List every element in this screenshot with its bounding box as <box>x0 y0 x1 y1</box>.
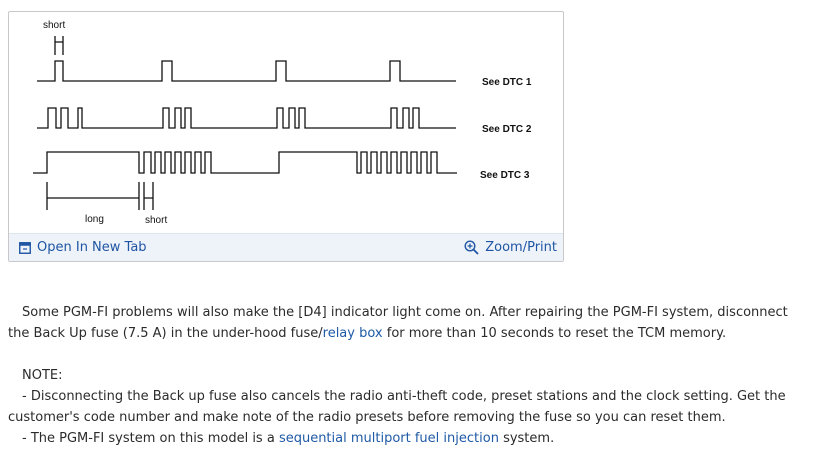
zoom-in-icon <box>464 240 479 255</box>
open-in-new-tab-icon <box>19 241 31 254</box>
diagram-figure: short long short See DTC 1 See DTC 2 See… <box>8 11 564 262</box>
waveform-dtc-3 <box>33 151 457 174</box>
label-short-top: short <box>43 20 65 31</box>
label-short-bottom: short <box>145 215 167 226</box>
long-marker <box>46 182 140 210</box>
label-dtc-3: See DTC 3 <box>480 170 530 181</box>
short-marker-bottom <box>143 182 154 210</box>
sequential-injection-link[interactable]: sequential multiport fuel injection <box>278 431 499 446</box>
open-in-new-tab-label: Open In New Tab <box>37 240 147 255</box>
note-block: NOTE: - Disconnecting the Back up fuse a… <box>8 365 808 449</box>
paragraph-fuse-reset: Some PGM-FI problems will also make the … <box>8 302 808 344</box>
waveform-dtc-2 <box>37 107 456 129</box>
paragraph-line-2-end: for more than 10 seconds to reset the TC… <box>382 326 727 341</box>
open-in-new-tab-button[interactable]: Open In New Tab <box>19 240 147 255</box>
note-item-1-line-1: - Disconnecting the Back up fuse also ca… <box>22 389 786 404</box>
label-dtc-1: See DTC 1 <box>482 77 532 88</box>
label-long: long <box>85 214 104 225</box>
note-heading: NOTE: <box>22 368 63 383</box>
note-item-1-line-2: customer's code number and make note of … <box>8 410 726 425</box>
note-item-2-suffix: system. <box>498 431 555 446</box>
paragraph-line-2: the Back Up fuse (7.5 A) in the under-ho… <box>8 326 323 341</box>
relay-box-link[interactable]: relay box <box>322 326 383 341</box>
zoom-print-label: Zoom/Print <box>485 240 557 255</box>
label-dtc-2: See DTC 2 <box>482 124 532 135</box>
dtc-waveform-diagram: short long short See DTC 1 See DTC 2 See… <box>33 20 532 226</box>
note-item-2-prefix: - The PGM-FI system on this model is a <box>22 431 279 446</box>
figure-toolbar: Open In New Tab Zoom/Print <box>9 233 563 261</box>
short-marker-top <box>54 36 64 55</box>
waveform-dtc-1 <box>37 60 456 82</box>
zoom-print-button[interactable]: Zoom/Print <box>464 240 557 255</box>
paragraph-line-1: Some PGM-FI problems will also make the … <box>22 305 788 320</box>
